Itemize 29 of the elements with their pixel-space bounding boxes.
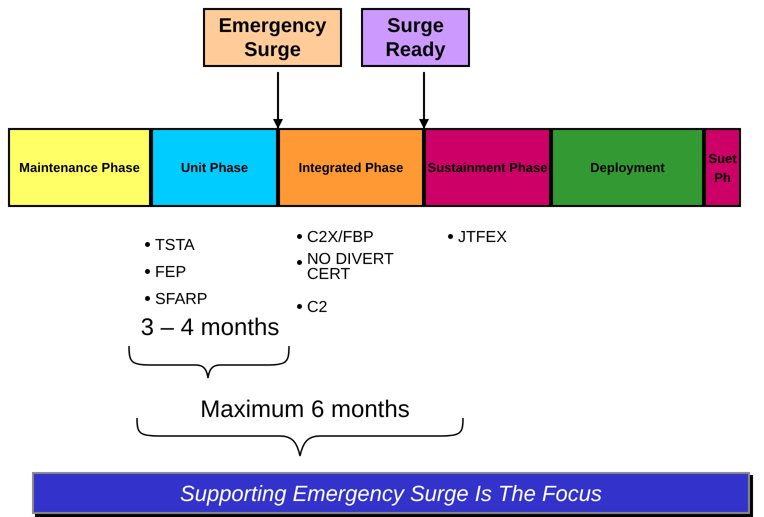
node-text: Integrated Phase	[298, 159, 404, 177]
node-text: Supporting Emergency Surge Is The Focus	[180, 480, 602, 508]
list-item: SFARP	[155, 290, 208, 310]
list-item: C2	[307, 298, 328, 318]
event-box	[203, 8, 342, 67]
phase-box	[551, 128, 704, 207]
node-text: Surge Ready	[384, 14, 447, 62]
arrow	[273, 72, 283, 129]
node-text: Emergency Surge	[218, 14, 328, 62]
node-text: Maintenance Phase	[19, 159, 140, 177]
focus-banner	[32, 472, 750, 514]
node-text: Suet Ph	[707, 150, 738, 186]
list-item: FEP	[155, 263, 188, 283]
phase-box	[424, 128, 551, 207]
list-item: C2X/FBP	[307, 228, 375, 248]
list-item: JTFEX	[458, 228, 508, 248]
list-item: NO DIVERT CERT	[307, 252, 395, 282]
duration-label: 3 – 4 months	[140, 313, 280, 343]
node-text: Deployment	[590, 159, 665, 177]
phase-box	[151, 128, 278, 207]
duration-label: Maximum 6 months	[200, 395, 410, 425]
phase-box	[8, 128, 151, 207]
event-box	[361, 8, 470, 67]
node-text: Sustainment Phase	[428, 159, 548, 177]
arrow	[419, 72, 429, 129]
list-item: TSTA	[155, 236, 196, 256]
node-text: Unit Phase	[180, 159, 248, 177]
phase-box	[278, 128, 424, 207]
phase-box	[704, 128, 741, 207]
